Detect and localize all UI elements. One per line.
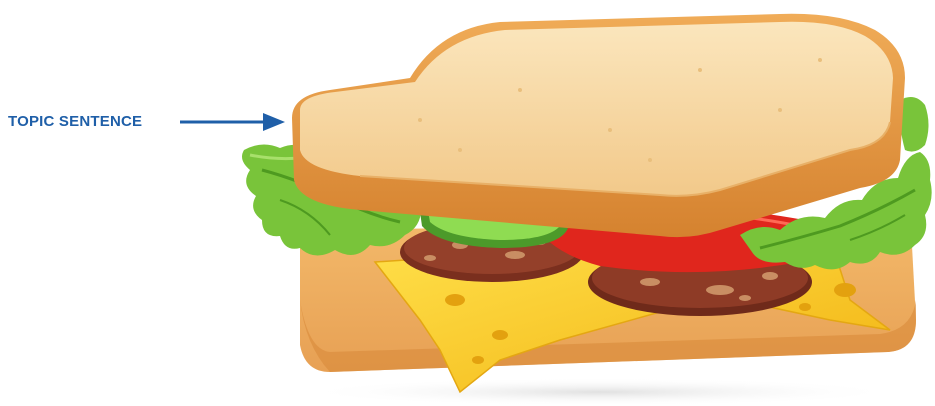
- top-bread: [292, 14, 905, 237]
- shadow: [300, 378, 900, 406]
